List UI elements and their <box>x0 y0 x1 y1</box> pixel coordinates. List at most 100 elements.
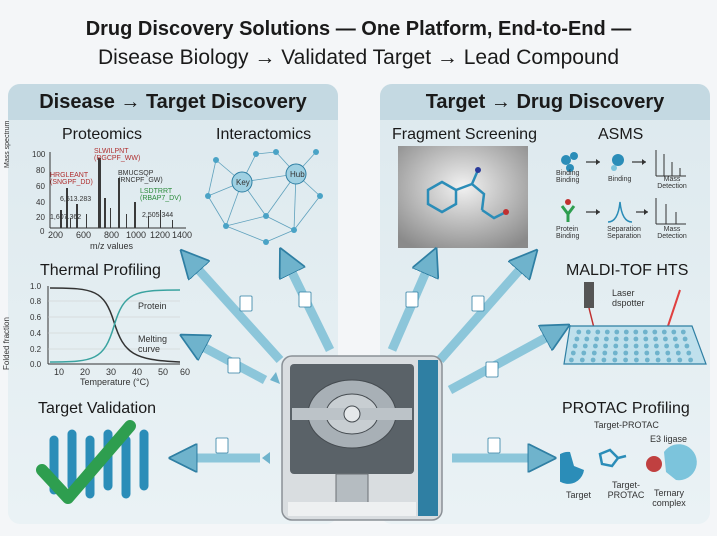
target-validation-graphic <box>36 420 149 504</box>
plate-well <box>643 343 649 349</box>
plate-well <box>664 343 669 349</box>
proteomics-x-axis: m/z values <box>90 241 134 251</box>
plate-well <box>579 357 585 363</box>
interactomics-network <box>205 149 323 245</box>
plate-well <box>585 329 591 335</box>
plate-well <box>682 336 688 342</box>
proteomics-xtick: 600 <box>76 230 92 240</box>
plate-well <box>661 329 667 335</box>
plate-well <box>614 329 620 335</box>
peptide-label: HRGLEANT (SNGPF_DD) <box>50 172 93 186</box>
plate-well <box>623 350 629 356</box>
checkmark-icon <box>36 420 136 504</box>
thermal-profiling-label: Thermal Profiling <box>40 262 161 279</box>
asms-step: Binding <box>608 176 632 183</box>
plate-well <box>601 357 607 363</box>
plate-well <box>581 350 587 356</box>
plate-well <box>652 329 658 335</box>
plate-well <box>674 343 680 349</box>
peptide-label: LSDTRRT (RBAP7_DV) <box>140 188 182 202</box>
plate-well <box>612 357 618 363</box>
fragment-screening-image <box>398 146 528 248</box>
proteomics-ytick: 0 <box>40 227 45 236</box>
protac-target-protac-top: Target-PROTAC <box>594 420 659 430</box>
thermal-curve-melting: Melting curve <box>138 334 168 354</box>
plate-well <box>633 336 639 342</box>
plate-well <box>613 336 619 342</box>
proteomics-xtick: 1000 <box>126 230 147 240</box>
plate-well <box>633 350 639 356</box>
thermal-ytick: 0.6 <box>30 313 42 322</box>
proteomics-xtick: 200 <box>48 230 64 240</box>
thermal-ytick: 0.0 <box>30 360 42 369</box>
plate-well <box>663 336 668 342</box>
mass-value: 6,513.283 <box>60 196 92 203</box>
plate-well <box>604 336 609 342</box>
thermal-xtick: 60 <box>180 367 191 377</box>
thermal-xtick: 50 <box>158 367 169 377</box>
plate-well <box>633 329 639 335</box>
protac-profiling-label: PROTAC Profiling <box>562 400 690 417</box>
thermal-ytick: 1.0 <box>30 282 42 291</box>
network-node-hub: Hub <box>290 170 305 179</box>
plate-well <box>623 343 629 349</box>
plate-well <box>643 336 649 342</box>
protac-target: Target <box>566 490 592 500</box>
plate-well <box>634 357 639 363</box>
plate-well <box>570 350 576 356</box>
plate-well <box>671 329 677 335</box>
protac-target-protac-bottom: Target-PROTAC <box>607 480 645 500</box>
peptide-label: SLWILPNT (RGCPF_WW) <box>94 148 141 162</box>
plate-well <box>569 357 574 363</box>
plate-well <box>613 343 619 349</box>
left-panel-header: Disease → Target Discovery <box>8 84 338 120</box>
proteomics-xtick: 1400 <box>172 230 193 240</box>
proteomics-ytick: 60 <box>36 182 45 191</box>
plate-well <box>593 343 598 349</box>
plate-well <box>591 350 597 356</box>
asms-step: Binding Binding <box>556 170 580 184</box>
plate-well <box>603 343 608 349</box>
proteomics-ytick: 20 <box>36 213 45 222</box>
plate-well <box>604 329 610 335</box>
proteomics-spectrum <box>49 152 186 229</box>
protac-e3-ligase: E3 ligase <box>650 434 688 444</box>
proteomics-ytick: 40 <box>36 198 45 207</box>
asms-diagram <box>560 150 686 225</box>
plate-well <box>623 336 629 342</box>
plate-well <box>677 357 683 363</box>
plate-well <box>672 336 678 342</box>
plate-well <box>666 357 672 363</box>
proteomics-label: Proteomics <box>62 126 143 143</box>
plate-well <box>594 336 599 342</box>
fragment-screening-label: Fragment Screening <box>392 126 537 143</box>
proteomics-ytick: 100 <box>32 150 46 159</box>
page-title: Drug Discovery Solutions — One Platform,… <box>85 18 632 40</box>
plate-well <box>623 357 628 363</box>
maldi-plate <box>563 282 707 365</box>
thermal-xtick: 10 <box>54 367 65 377</box>
plate-well <box>602 350 608 356</box>
plate-well <box>642 329 648 335</box>
plate-well <box>653 336 658 342</box>
protac-diagram <box>560 444 697 484</box>
maldi-tof-label: MALDI-TOF HTS <box>566 262 689 279</box>
plate-well <box>574 336 580 342</box>
plate-well <box>612 350 618 356</box>
plate-well <box>684 343 690 349</box>
interactomics-label: Interactomics <box>216 126 312 143</box>
page-subtitle: Disease Biology → Validated Target → Lea… <box>97 46 620 69</box>
plate-well <box>644 357 650 363</box>
thermal-ytick: 0.4 <box>30 329 42 338</box>
plate-well <box>582 343 588 349</box>
asms-step: Protein Binding <box>556 226 580 240</box>
plate-well <box>584 336 590 342</box>
mass-value: 2,505.344 <box>142 212 174 219</box>
plate-well <box>655 357 661 363</box>
peptide-label: BMUCSQP (RNCPF_GW) <box>118 170 163 184</box>
thermal-xtick: 30 <box>106 367 117 377</box>
thermal-xtick: 20 <box>80 367 91 377</box>
proteomics-xtick: 800 <box>104 230 120 240</box>
plate-well <box>665 350 671 356</box>
